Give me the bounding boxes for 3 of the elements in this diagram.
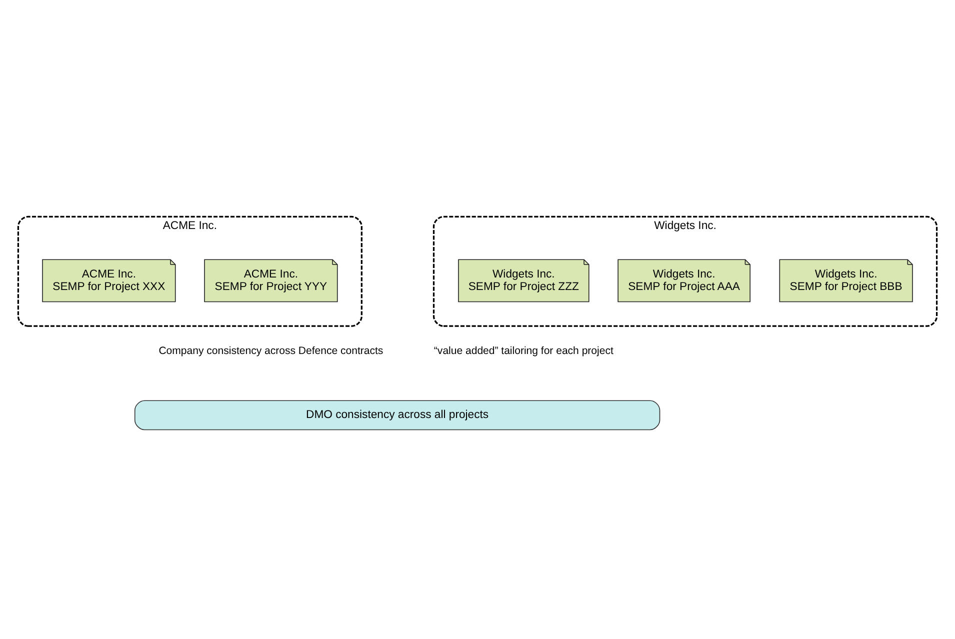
label: Company consistency across Defence contracts	[158, 344, 384, 356]
label: “value added” tailoring for each project	[434, 344, 614, 356]
node-box: DMO consistency across all projects	[134, 400, 660, 430]
